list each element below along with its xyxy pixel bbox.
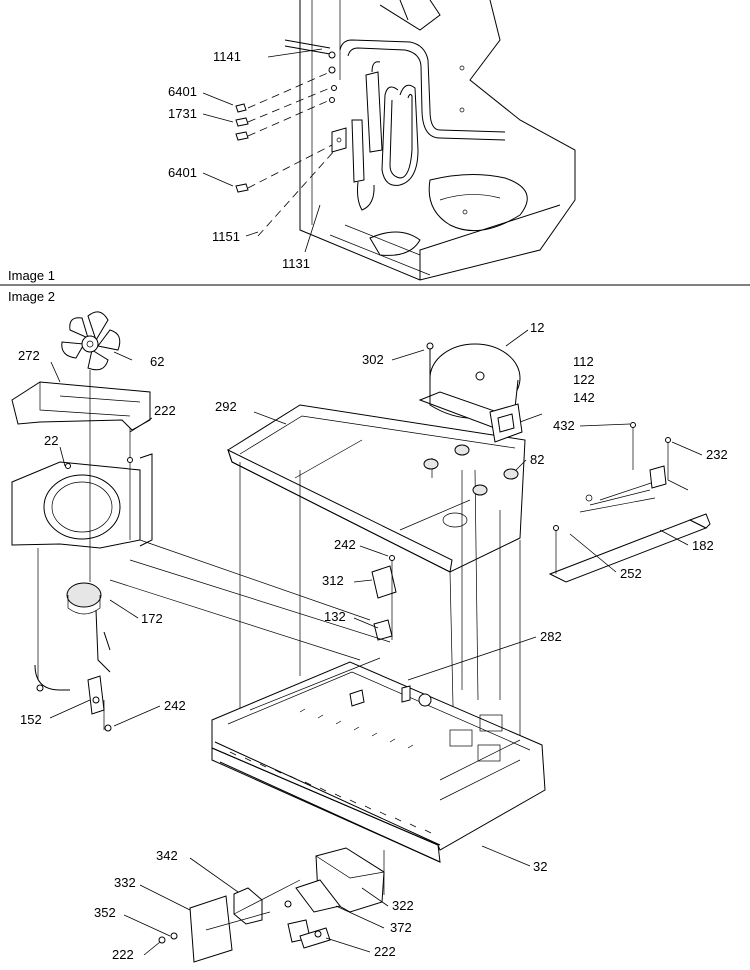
- callout-222-bottom-left: 222: [112, 947, 134, 962]
- fan-blade: [61, 311, 121, 371]
- image2-drawing: [11, 311, 711, 963]
- callout-172: 172: [141, 611, 163, 626]
- callout-342: 342: [156, 848, 178, 863]
- callout-352: 352: [94, 905, 116, 920]
- callout-62: 62: [150, 354, 164, 369]
- image1-callouts: 1141 6401 1731 6401 1151 1131: [168, 49, 310, 271]
- callout-282: 282: [540, 629, 562, 644]
- callout-272: 272: [18, 348, 40, 363]
- callout-82: 82: [530, 452, 544, 467]
- section-title-image1: Image 1: [8, 268, 55, 283]
- callout-372: 372: [390, 920, 412, 935]
- callout-142: 142: [573, 390, 595, 405]
- callout-182: 182: [692, 538, 714, 553]
- callout-322: 322: [392, 898, 414, 913]
- image1-drawing: [235, 0, 576, 281]
- callout-1141: 1141: [213, 49, 241, 64]
- callout-1731: 1731: [168, 106, 197, 121]
- callout-302: 302: [362, 352, 384, 367]
- condenser-coil: [214, 708, 521, 863]
- image2-leaders: [49, 329, 703, 956]
- callout-222-upper: 222: [154, 403, 176, 418]
- callout-432: 432: [553, 418, 575, 433]
- callout-112: 112: [573, 354, 594, 369]
- callout-332: 332: [114, 875, 136, 890]
- section-title-image2: Image 2: [8, 289, 55, 304]
- callout-222-bottom-right: 222: [374, 944, 396, 959]
- callout-312: 312: [322, 573, 344, 588]
- image2-callouts: 272 62 222 22 172 152 242 292 302 12 112…: [18, 320, 728, 962]
- callout-292: 292: [215, 399, 237, 414]
- callout-22: 22: [44, 433, 58, 448]
- callout-242-mid: 242: [334, 537, 356, 552]
- callout-252: 252: [620, 566, 642, 581]
- callout-12: 12: [530, 320, 544, 335]
- callout-32: 32: [533, 859, 547, 874]
- callout-1131: 1131: [282, 256, 310, 271]
- callout-6401-lower: 6401: [168, 165, 197, 180]
- callout-1151: 1151: [212, 229, 240, 244]
- callout-242-left: 242: [164, 698, 186, 713]
- callout-232: 232: [706, 447, 728, 462]
- image1-leaders: [202, 48, 323, 253]
- callout-122: 122: [573, 372, 595, 387]
- callout-132: 132: [324, 609, 346, 624]
- callout-152: 152: [20, 712, 42, 727]
- callout-6401-upper: 6401: [168, 84, 197, 99]
